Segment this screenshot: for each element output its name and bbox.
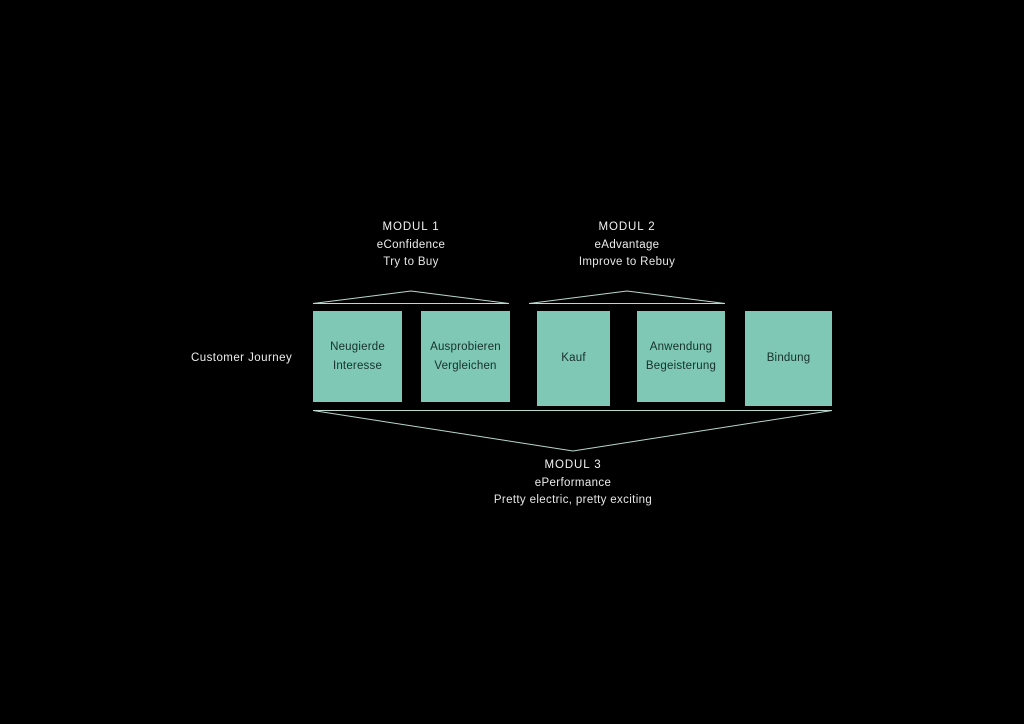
stage-box-anwendung-begeisterung[interactable]: Anwendung Begeisterung xyxy=(637,311,725,402)
module-name: eConfidence xyxy=(376,238,446,251)
stage-box-ausprobieren-vergleichen[interactable]: Ausprobieren Vergleichen xyxy=(421,311,510,402)
module-name: eAdvantage xyxy=(594,238,660,251)
module-title: MODUL 1 xyxy=(382,221,440,233)
stage-box-line1: Anwendung xyxy=(649,340,713,353)
stage-box-line2: Interesse xyxy=(332,359,383,372)
module-tagline: Pretty electric, pretty exciting xyxy=(493,494,653,506)
module-caption-modul-1: MODUL 1 eConfidence Try to Buy xyxy=(377,219,445,272)
customer-journey-label: Customer Journey xyxy=(191,352,293,364)
stage-box-line1: Neugierde xyxy=(330,340,385,353)
bracket-modul-2 xyxy=(529,291,725,304)
stage-box-line2: Vergleichen xyxy=(434,359,497,372)
module-caption-modul-3: MODUL 3 ePerformance Pretty electric, pr… xyxy=(494,457,652,510)
module-tagline: Improve to Rebuy xyxy=(578,256,676,268)
bracket-modul-1 xyxy=(313,291,509,304)
module-name: ePerformance xyxy=(534,476,612,489)
module-caption-modul-2: MODUL 2 eAdvantage Improve to Rebuy xyxy=(579,219,675,272)
stage-box-line1: Kauf xyxy=(561,352,586,364)
stage-box-neugierde-interesse[interactable]: Neugierde Interesse xyxy=(313,311,402,402)
stage-box-line2: Begeisterung xyxy=(645,359,717,372)
module-tagline: Try to Buy xyxy=(383,256,439,268)
stage-box-line1: Ausprobieren xyxy=(430,340,501,353)
module-title: MODUL 3 xyxy=(544,459,602,471)
stage-box-bindung[interactable]: Bindung xyxy=(745,311,832,406)
module-title: MODUL 2 xyxy=(598,221,656,233)
stage-box-kauf[interactable]: Kauf xyxy=(537,311,610,406)
stage-box-line1: Bindung xyxy=(766,352,811,364)
bracket-modul-3 xyxy=(313,411,832,452)
